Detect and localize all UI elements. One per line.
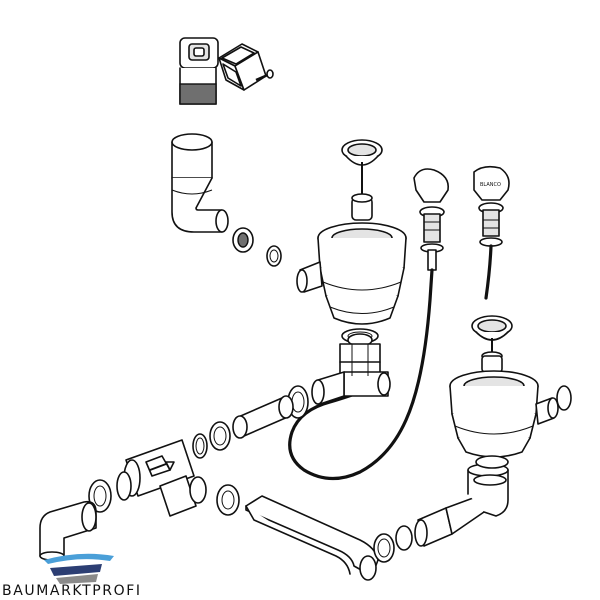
overflow-ring bbox=[266, 245, 282, 267]
overflow-gasket-frame bbox=[218, 43, 267, 91]
remote-cable-left bbox=[288, 268, 434, 481]
logo-bar-grey bbox=[56, 574, 98, 584]
long-pipe-lower bbox=[245, 495, 379, 581]
remote-knob-right: BLANCO bbox=[473, 165, 510, 247]
logo-bar-dark bbox=[50, 564, 102, 576]
logo-swoosh-blue bbox=[44, 553, 114, 564]
pipe-nut-upper bbox=[209, 421, 231, 451]
overflow-neck bbox=[179, 67, 217, 105]
left-strainer-basket bbox=[341, 139, 383, 198]
overflow-tee-fitting bbox=[339, 333, 391, 397]
overflow-nut bbox=[232, 227, 254, 253]
strainer-knob-brand-label: BLANCO bbox=[480, 182, 501, 188]
right-tailpiece-elbow bbox=[445, 463, 509, 535]
tee-ring-lower bbox=[189, 476, 207, 504]
lower-pipe-ring bbox=[395, 525, 413, 551]
central-tee-fitting bbox=[123, 439, 197, 517]
left-waste-body bbox=[317, 222, 407, 325]
outlet-elbow-left bbox=[39, 500, 97, 561]
overflow-cover-plate bbox=[179, 37, 219, 69]
lower-pipe-coupler bbox=[414, 507, 453, 547]
brand-name: BAUMARKTPROFI bbox=[2, 583, 142, 599]
right-tailpiece-nut bbox=[475, 455, 509, 469]
pipe-ring-upper bbox=[192, 433, 208, 459]
overflow-pipe-elbow bbox=[171, 133, 229, 233]
right-strainer-plug bbox=[481, 351, 503, 373]
lower-pipe-nut bbox=[373, 533, 395, 563]
tee-ring-left bbox=[116, 471, 132, 501]
junction-connector bbox=[311, 371, 345, 405]
left-strainer-plug bbox=[351, 193, 373, 221]
straight-pipe bbox=[232, 395, 294, 439]
right-strainer-basket bbox=[471, 315, 513, 372]
remote-knob-left bbox=[413, 168, 450, 271]
right-waste-overflow-spigot bbox=[535, 385, 572, 425]
remote-cable-right bbox=[484, 244, 493, 300]
overflow-screw bbox=[255, 69, 274, 82]
baumarktprofi-logo-mark bbox=[44, 553, 114, 584]
left-waste-overflow-spigot bbox=[296, 261, 323, 293]
tee-nut-lower bbox=[216, 484, 240, 516]
right-waste-body bbox=[449, 370, 539, 458]
